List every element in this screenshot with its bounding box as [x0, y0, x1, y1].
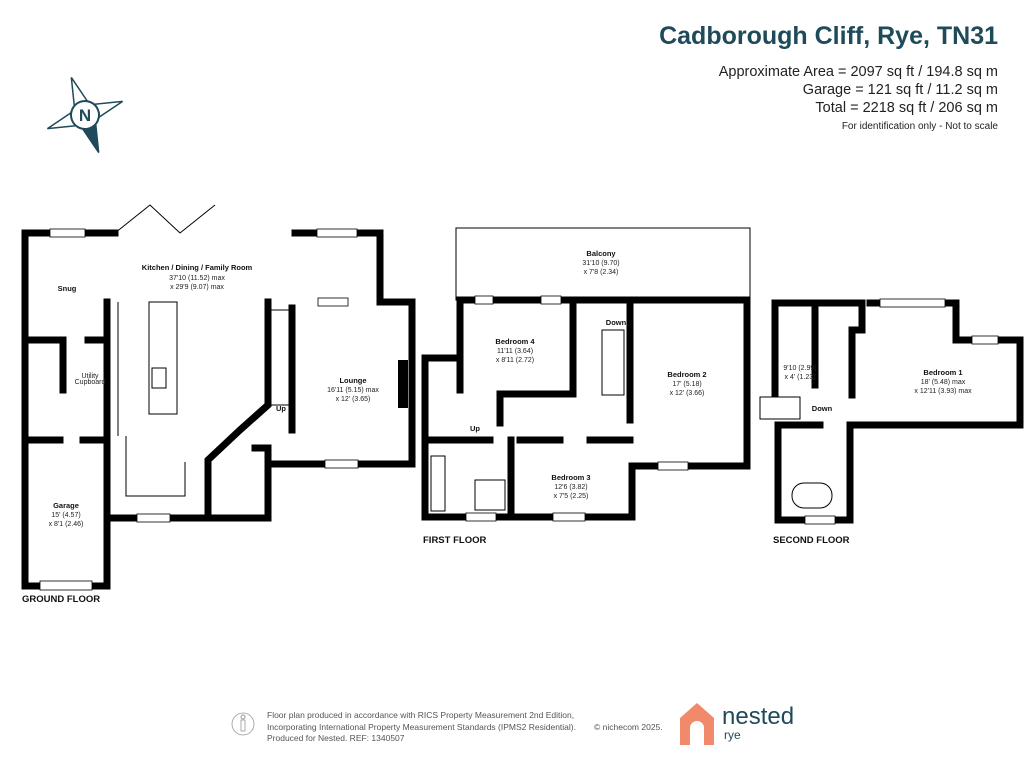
copyright: © nichecom 2025. — [594, 722, 663, 732]
lounge-label: Lounge — [339, 376, 366, 385]
footer-line-2: Incorporating International Property Mea… — [267, 721, 576, 732]
lounge-dim1: 16'11 (5.15) max — [327, 387, 379, 394]
bedroom4-dim1: 11'11 (3.64) — [497, 348, 533, 355]
nested-logo-icon — [680, 703, 714, 745]
property-title: Cadborough Cliff, Rye, TN31 — [659, 22, 998, 50]
bedroom1-dim1: 18' (5.48) max — [921, 379, 966, 386]
second-floor-label: SECOND FLOOR — [773, 535, 850, 546]
store-dim1: 9'10 (2.99) — [783, 365, 816, 372]
kitchen-dim1: 37'10 (11.52) max — [169, 275, 225, 282]
bedroom1-dim2: x 12'11 (3.93) max — [914, 388, 972, 395]
ground-floor-plan: Kitchen / Dining / Family Room 37'10 (11… — [21, 204, 416, 605]
bedroom3-dim2: x 7'5 (2.25) — [554, 493, 589, 500]
balcony-label: Balcony — [586, 249, 616, 258]
balcony-dim1: 31'10 (9.70) — [582, 260, 619, 267]
bedroom3-label: Bedroom 3 — [551, 473, 590, 482]
scale-note: For identification only - Not to scale — [841, 121, 998, 132]
garage-dim1: 15' (4.57) — [51, 512, 80, 519]
first-floor-label: FIRST FLOOR — [423, 535, 486, 546]
garage-label: Garage — [53, 501, 79, 510]
total-area: Total = 2218 sq ft / 206 sq m — [815, 100, 998, 116]
utility-label-1: Utility — [81, 373, 99, 380]
second-floor-plan: 9'10 (2.99) x 4' (1.23) Bedroom 1 18' (5… — [759, 298, 1024, 546]
garage-area: Garage = 121 sq ft / 11.2 sq m — [802, 82, 998, 98]
first-stairs-down-label: Down — [606, 318, 627, 327]
garage-dim2: x 8'1 (2.46) — [49, 521, 84, 528]
approx-area: Approximate Area = 2097 sq ft / 194.8 sq… — [718, 64, 998, 80]
person-scale-icon — [231, 712, 255, 736]
kitchen-label: Kitchen / Dining / Family Room — [142, 263, 253, 272]
bedroom2-dim1: 17' (5.18) — [672, 381, 701, 388]
second-stairs-down-label: Down — [812, 404, 833, 413]
store-dim2: x 4' (1.23) — [785, 374, 816, 381]
brand-name: nested — [722, 703, 795, 730]
balcony-dim2: x 7'8 (2.34) — [584, 269, 619, 276]
bedroom4-dim2: x 8'11 (2.72) — [496, 357, 534, 364]
first-stairs-up-label: Up — [470, 424, 480, 433]
footer-disclaimer: Floor plan produced in accordance with R… — [267, 710, 576, 745]
first-floor-plan: Balcony 31'10 (9.70) x 7'8 (2.34) Bedroo… — [421, 227, 751, 546]
compass-icon: N — [46, 76, 124, 154]
snug-label: Snug — [58, 284, 77, 293]
bedroom4-label: Bedroom 4 — [495, 337, 535, 346]
ground-stairs-up-label: Up — [276, 404, 286, 413]
kitchen-dim2: x 29'9 (9.07) max — [170, 284, 224, 291]
footer-line-1: Floor plan produced in accordance with R… — [267, 710, 575, 720]
lounge-dim2: x 12' (3.65) — [336, 396, 371, 403]
compass-north-label: N — [79, 106, 91, 125]
area-summary: Approximate Area = 2097 sq ft / 194.8 sq… — [719, 63, 998, 117]
footer-line-3: Produced for Nested. REF: 1340507 — [267, 733, 405, 743]
bedroom1-label: Bedroom 1 — [923, 368, 962, 377]
utility-label-2: Cupboard — [75, 379, 106, 386]
bedroom2-label: Bedroom 2 — [667, 370, 706, 379]
brand-location: rye — [724, 728, 741, 742]
ground-floor-label: GROUND FLOOR — [22, 594, 100, 605]
bedroom2-dim2: x 12' (3.66) — [670, 390, 705, 397]
bedroom3-dim1: 12'6 (3.82) — [554, 484, 587, 491]
